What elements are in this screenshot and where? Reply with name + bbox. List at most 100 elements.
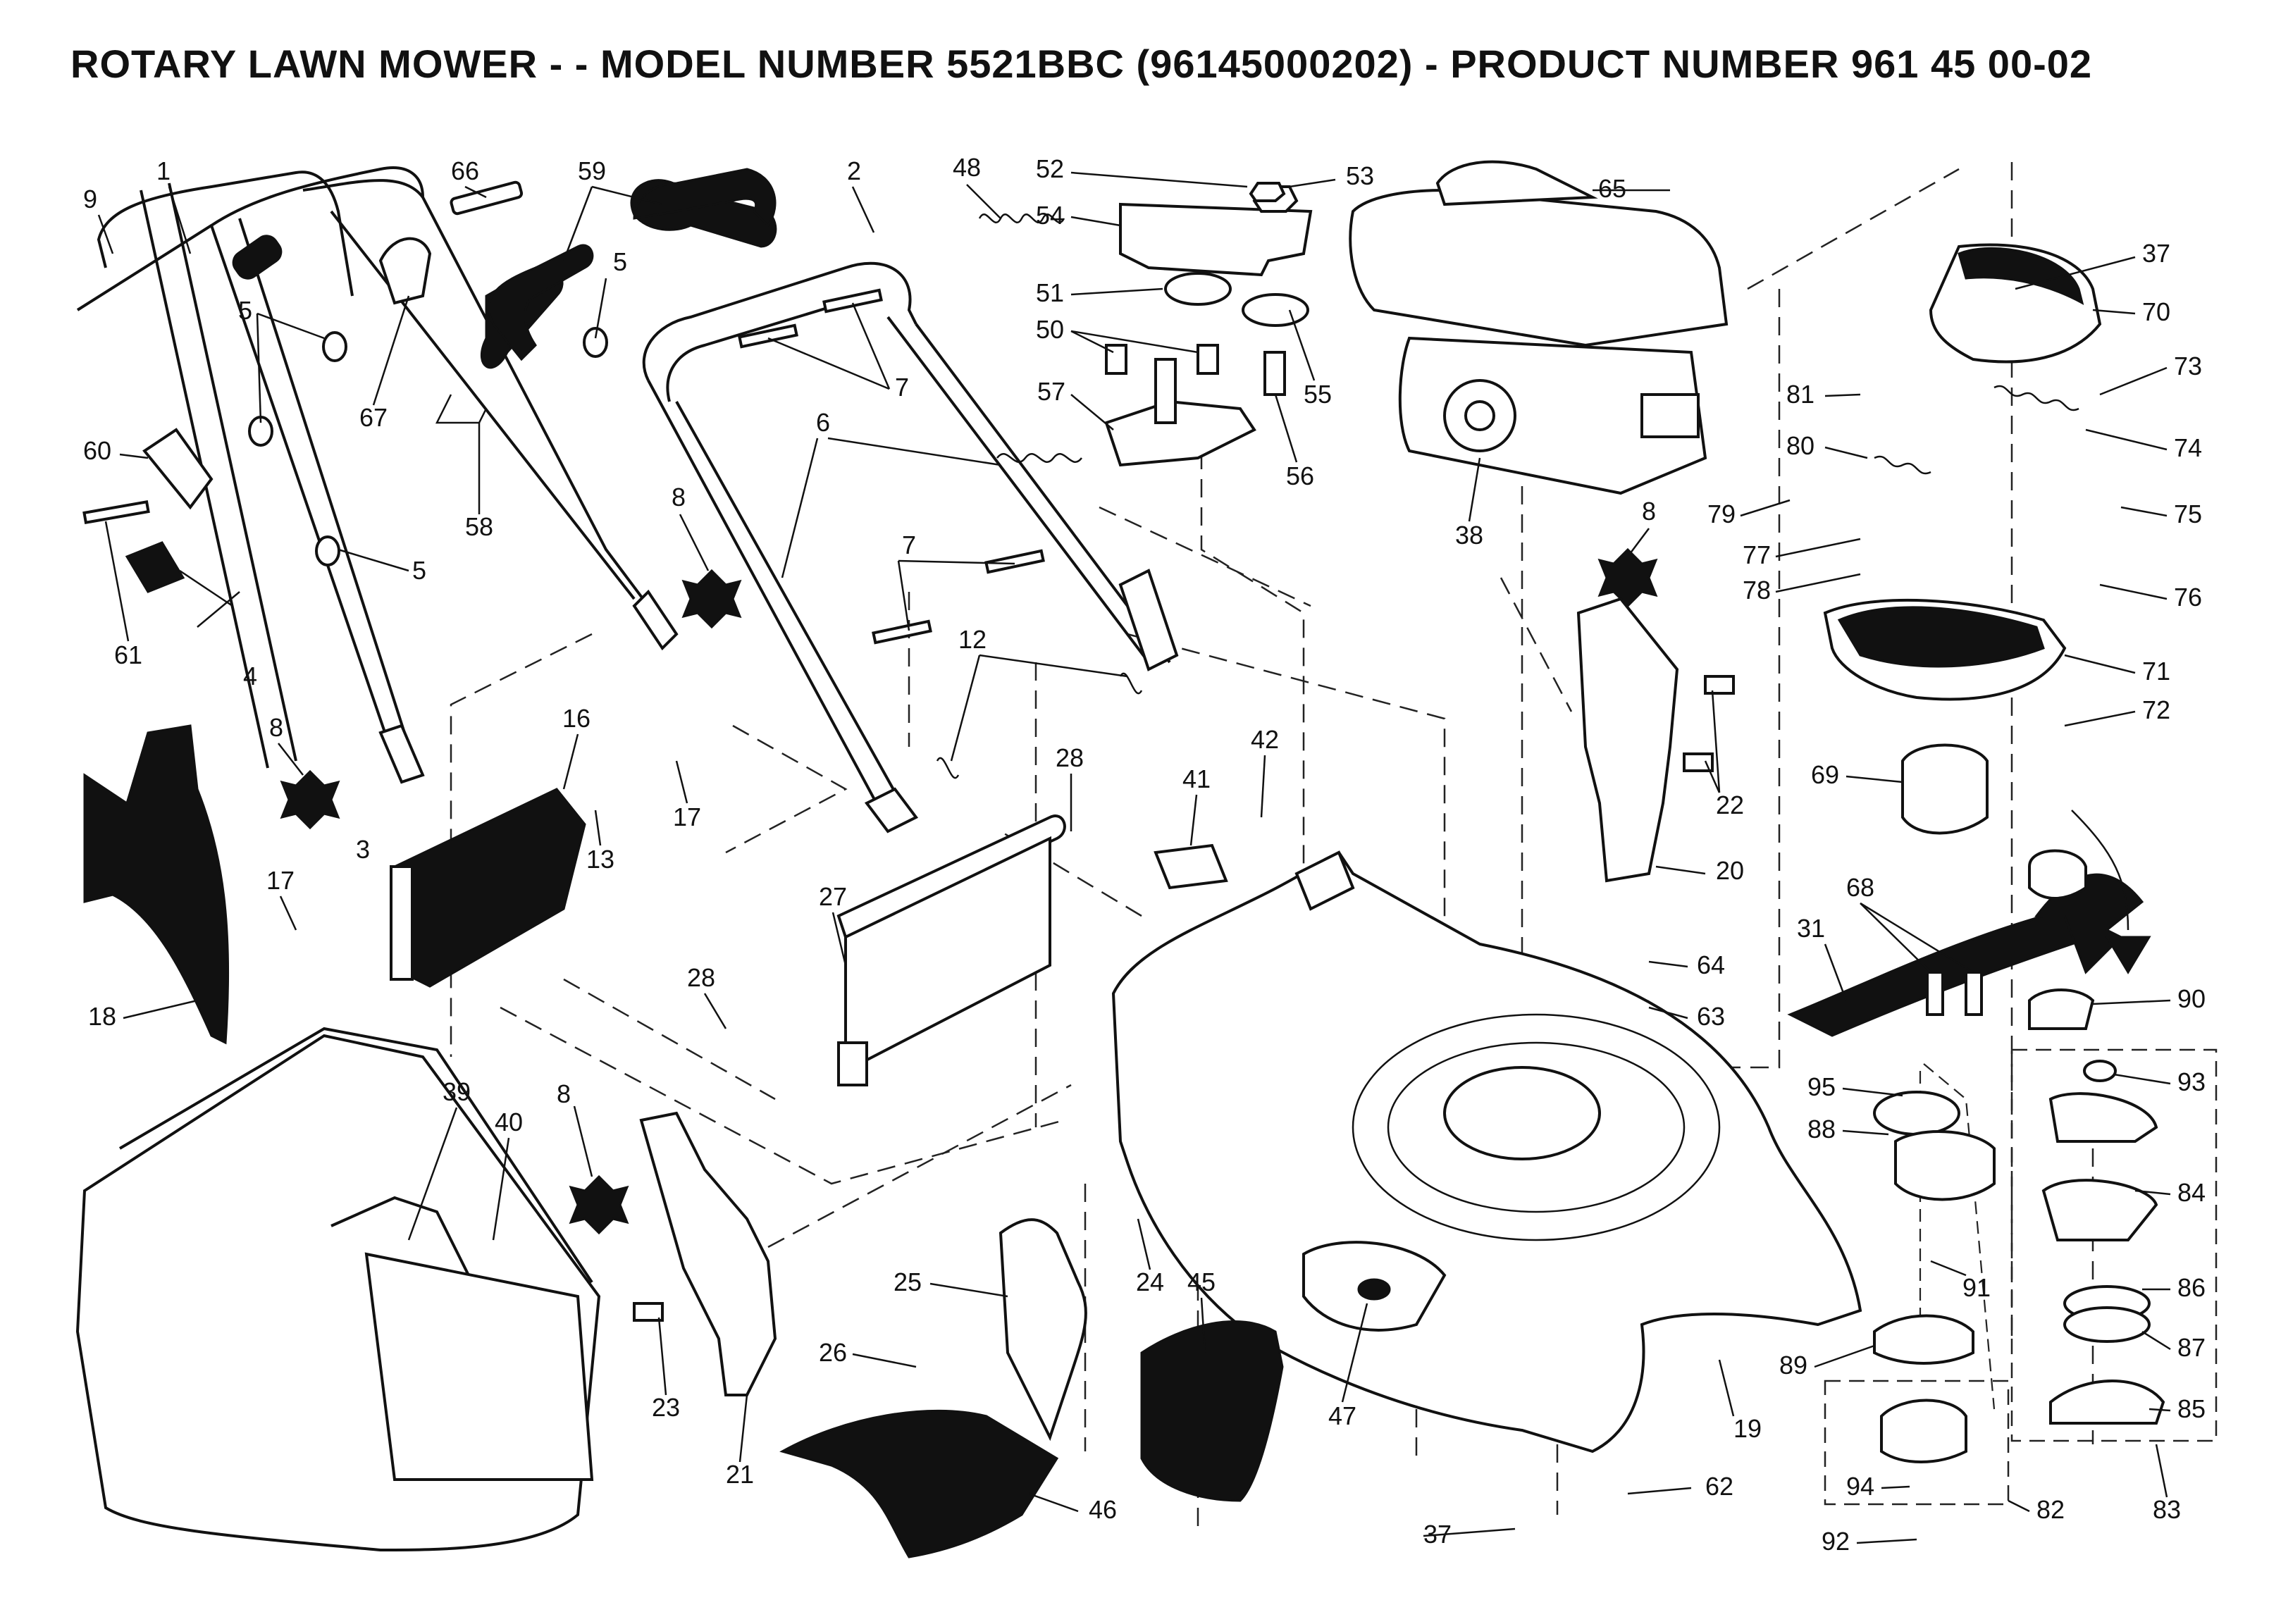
callout-2: 2	[847, 156, 861, 185]
discharge-parts	[779, 843, 1284, 1558]
callout-4: 4	[243, 662, 257, 690]
callout-62: 62	[1705, 1472, 1733, 1501]
callout-67: 67	[359, 403, 388, 432]
callout-81: 81	[1786, 380, 1814, 409]
callout-52: 52	[1036, 154, 1064, 183]
callout-3: 3	[356, 835, 370, 864]
kit-boxes	[1824, 1048, 2218, 1506]
callout-23: 23	[652, 1393, 680, 1422]
callout-68: 68	[1846, 873, 1874, 902]
callout-94: 94	[1846, 1472, 1874, 1501]
callout-1: 1	[156, 156, 171, 185]
callout-69: 69	[1811, 760, 1839, 789]
callout-92: 92	[1822, 1527, 1850, 1556]
engine-mount-bracket	[978, 182, 1313, 467]
callout-75: 75	[2174, 500, 2202, 528]
diagram-title: ROTARY LAWN MOWER - - MODEL NUMBER 5521B…	[70, 42, 2093, 86]
upper-handle-assembly	[76, 166, 679, 784]
callout-5: 5	[412, 556, 426, 585]
callout-48: 48	[953, 153, 981, 182]
callout-28: 28	[1056, 743, 1084, 772]
callout-28: 28	[687, 963, 715, 992]
callout-82: 82	[2036, 1495, 2065, 1524]
callout-51: 51	[1036, 278, 1064, 307]
callout-7: 7	[895, 373, 909, 402]
callout-38: 38	[1455, 521, 1483, 550]
engine	[1349, 160, 1729, 495]
callout-8: 8	[672, 483, 686, 512]
callout-84: 84	[2177, 1178, 2206, 1207]
callout-26: 26	[819, 1338, 847, 1367]
cutting-blade	[1787, 873, 2144, 1037]
callout-5: 5	[613, 247, 627, 276]
callout-24: 24	[1136, 1267, 1164, 1296]
callout-79: 79	[1707, 500, 1736, 528]
callout-93: 93	[2177, 1067, 2206, 1096]
callout-58: 58	[465, 512, 493, 541]
callout-45: 45	[1187, 1267, 1216, 1296]
callout-labels: 1 2 3 4 5 5 5 5 6 7 7 8 8 8 8 9 12 13 16…	[83, 153, 2206, 1556]
lower-handle-assembly	[642, 261, 1179, 833]
callout-86: 86	[2177, 1273, 2206, 1302]
callout-61: 61	[114, 640, 142, 669]
callout-71: 71	[2142, 657, 2170, 686]
callout-39: 39	[443, 1077, 471, 1106]
callout-6: 6	[816, 408, 830, 437]
callout-22: 22	[1716, 791, 1744, 819]
callout-13: 13	[586, 845, 614, 874]
callout-55: 55	[1304, 380, 1332, 409]
callout-16: 16	[562, 704, 591, 733]
rubber-hoses	[488, 168, 777, 361]
callout-18: 18	[88, 1002, 116, 1031]
callout-73: 73	[2174, 352, 2202, 380]
callout-17: 17	[266, 866, 295, 895]
callout-80: 80	[1786, 431, 1814, 460]
leader-lines	[97, 171, 2171, 1544]
callout-74: 74	[2174, 433, 2202, 462]
callout-66: 66	[451, 156, 479, 185]
callout-57: 57	[1037, 377, 1065, 406]
callout-8: 8	[557, 1079, 571, 1108]
callout-25: 25	[894, 1267, 922, 1296]
callout-72: 72	[2142, 695, 2170, 724]
callout-78: 78	[1743, 576, 1771, 605]
callout-56: 56	[1286, 461, 1314, 490]
callout-60: 60	[83, 436, 111, 465]
callout-41: 41	[1182, 764, 1211, 793]
callout-8: 8	[269, 713, 283, 742]
flywheel-brake-assembly	[1823, 243, 2165, 1463]
callout-27: 27	[819, 882, 847, 911]
callout-59: 59	[578, 156, 606, 185]
callout-9: 9	[83, 185, 97, 213]
callout-76: 76	[2174, 583, 2202, 612]
callout-88: 88	[1807, 1115, 1836, 1143]
grass-catcher	[75, 1027, 601, 1552]
callout-42: 42	[1251, 725, 1279, 754]
callout-64: 64	[1697, 950, 1725, 979]
callout-17: 17	[673, 802, 701, 831]
mulch-plug	[83, 724, 230, 1045]
callout-7: 7	[902, 531, 916, 559]
callout-89: 89	[1779, 1351, 1807, 1380]
callout-54: 54	[1036, 201, 1064, 230]
callout-47: 47	[1328, 1401, 1356, 1430]
height-adjusters	[633, 597, 1735, 1396]
callout-53: 53	[1346, 161, 1374, 190]
callout-83: 83	[2153, 1495, 2181, 1524]
callout-70: 70	[2142, 297, 2170, 326]
callout-50: 50	[1036, 315, 1064, 344]
callout-63: 63	[1697, 1002, 1725, 1031]
rear-shield	[390, 788, 1066, 1086]
callout-31: 31	[1797, 914, 1825, 943]
callout-8: 8	[1642, 497, 1656, 526]
callout-20: 20	[1716, 856, 1744, 885]
callout-77: 77	[1743, 540, 1771, 569]
callout-21: 21	[726, 1460, 754, 1489]
callout-65: 65	[1598, 174, 1626, 203]
callout-19: 19	[1733, 1414, 1762, 1443]
callout-5: 5	[238, 296, 252, 325]
callout-91: 91	[1962, 1273, 1991, 1302]
callout-95: 95	[1807, 1072, 1836, 1101]
callout-12: 12	[958, 625, 987, 654]
